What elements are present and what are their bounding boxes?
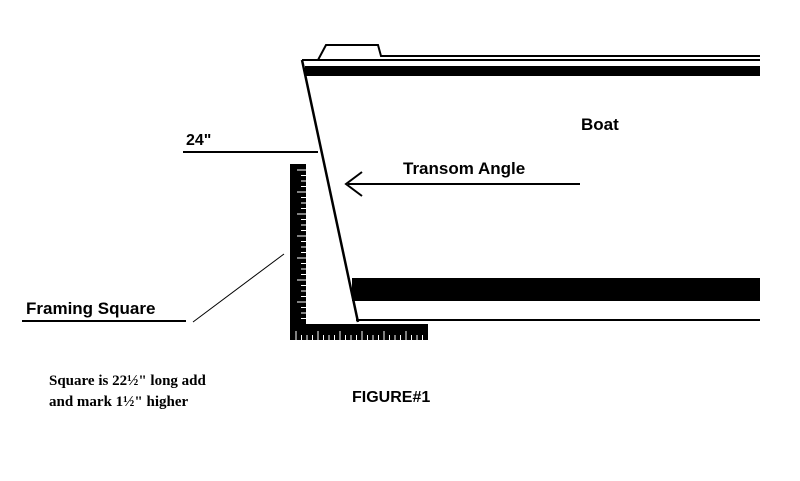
transom-cap xyxy=(302,44,760,61)
square-horizontal-blade xyxy=(290,324,428,340)
height-reference: 24" xyxy=(183,132,318,153)
square-vertical-ticks xyxy=(297,169,306,319)
chine-band xyxy=(352,278,760,301)
framing-square-leader xyxy=(192,253,285,323)
boat-label: Boat xyxy=(581,115,619,134)
square-horizontal-ticks xyxy=(295,331,423,340)
transom-angle-arrow xyxy=(344,171,580,197)
transom-line xyxy=(300,59,360,323)
figure-caption: FIGURE#1 xyxy=(352,389,430,406)
height-label: 24" xyxy=(186,132,211,149)
note-line-1: Square is 22½" long add xyxy=(49,373,207,389)
boat-hull xyxy=(300,44,760,323)
transom-angle-label: Transom Angle xyxy=(403,159,525,178)
framing-square xyxy=(290,164,428,340)
gunwale-band xyxy=(305,66,760,76)
note-line-2: and mark 1½" higher xyxy=(49,394,189,410)
arrow-head xyxy=(344,171,363,197)
framing-square-label: Framing Square xyxy=(26,299,155,318)
